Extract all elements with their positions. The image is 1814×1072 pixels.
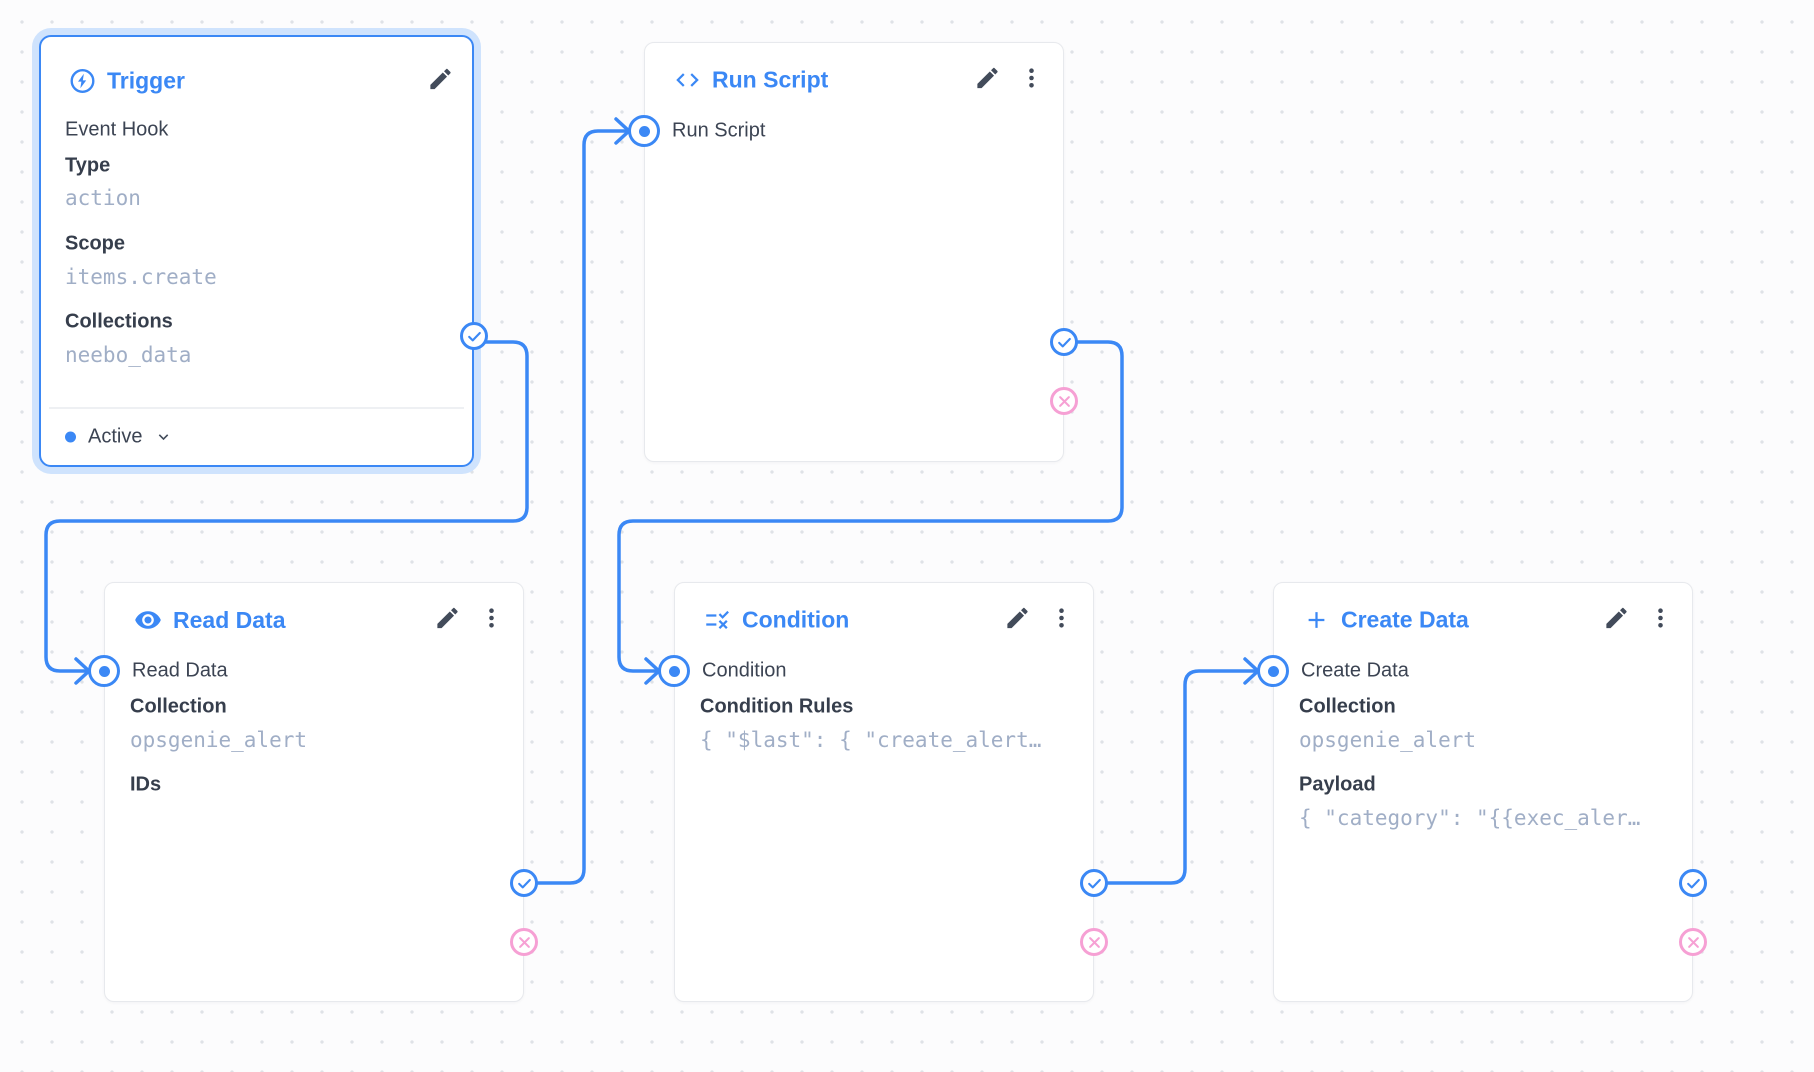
more-menu-button[interactable] bbox=[479, 606, 504, 631]
pencil-icon bbox=[1004, 605, 1031, 632]
pencil-icon bbox=[427, 66, 454, 93]
edge-read-data-to-run-script bbox=[522, 129, 628, 885]
read-data-card[interactable] bbox=[104, 582, 524, 1002]
trigger-subtitle: Event Hook bbox=[65, 118, 169, 141]
pencil-icon bbox=[974, 65, 1001, 92]
pencil-icon bbox=[434, 605, 461, 632]
resolve-port[interactable] bbox=[1050, 328, 1078, 356]
node-trigger[interactable]: Trigger Event Hook Type action Scope ite… bbox=[39, 35, 488, 467]
x-circle-icon bbox=[1087, 935, 1102, 950]
collection-label: Collection bbox=[1299, 695, 1396, 718]
kebab-icon bbox=[479, 606, 504, 631]
node-title: Read Data bbox=[173, 606, 286, 633]
create-data-card[interactable] bbox=[1273, 582, 1693, 1002]
scope-value: items.create bbox=[65, 265, 217, 289]
code-icon bbox=[674, 67, 701, 94]
reject-port[interactable] bbox=[1050, 387, 1078, 415]
input-port-label: Create Data bbox=[1301, 659, 1409, 682]
pencil-icon bbox=[1603, 605, 1630, 632]
node-condition[interactable]: Condition Condition Condition Rules { "$… bbox=[658, 582, 1108, 1002]
check-circle-icon bbox=[1086, 875, 1103, 892]
reject-port[interactable] bbox=[510, 928, 538, 956]
node-create-data[interactable]: Create Data Create Data Collection opsge… bbox=[1257, 582, 1707, 1002]
status-label: Active bbox=[88, 425, 143, 448]
ids-label: IDs bbox=[130, 773, 162, 796]
rule-icon bbox=[704, 607, 731, 634]
payload-value: { "category": "{{exec_aler… bbox=[1299, 806, 1641, 830]
input-port-label: Condition bbox=[702, 659, 787, 682]
check-circle-icon bbox=[466, 328, 483, 345]
resolve-port[interactable] bbox=[1080, 869, 1108, 897]
kebab-icon bbox=[1648, 606, 1673, 631]
status-dropdown[interactable]: Active bbox=[65, 426, 173, 449]
edge-condition-to-create-data bbox=[1092, 669, 1257, 885]
condition-card[interactable] bbox=[674, 582, 1094, 1002]
x-circle-icon bbox=[517, 935, 532, 950]
resolve-port[interactable] bbox=[510, 869, 538, 897]
input-port-label: Read Data bbox=[132, 659, 228, 682]
condition-rules-label: Condition Rules bbox=[700, 695, 854, 718]
kebab-icon bbox=[1019, 66, 1044, 91]
check-circle-icon bbox=[1056, 334, 1073, 351]
collection-value: opsgenie_alert bbox=[130, 728, 308, 752]
plus-icon bbox=[1303, 607, 1330, 634]
node-title: Condition bbox=[742, 606, 850, 633]
run-script-card[interactable] bbox=[644, 42, 1064, 462]
bolt-circle-icon bbox=[69, 68, 96, 95]
edit-button[interactable] bbox=[427, 66, 454, 93]
more-menu-button[interactable] bbox=[1049, 606, 1074, 631]
payload-label: Payload bbox=[1299, 773, 1376, 796]
edit-button[interactable] bbox=[974, 65, 1001, 92]
collections-value: neebo_data bbox=[65, 343, 192, 367]
input-port[interactable] bbox=[88, 655, 120, 687]
node-title: Trigger bbox=[107, 67, 185, 94]
condition-rules-value: { "$last": { "create_alert… bbox=[700, 728, 1042, 752]
resolve-port[interactable] bbox=[460, 322, 488, 350]
chevron-down-icon bbox=[154, 428, 173, 447]
status-dot bbox=[65, 431, 76, 443]
more-menu-button[interactable] bbox=[1648, 606, 1673, 631]
scope-label: Scope bbox=[65, 232, 126, 255]
input-port[interactable] bbox=[628, 115, 660, 147]
more-menu-button[interactable] bbox=[1019, 66, 1044, 91]
type-value: action bbox=[65, 186, 141, 210]
eye-icon bbox=[134, 606, 162, 634]
collection-label: Collection bbox=[130, 695, 227, 718]
edit-button[interactable] bbox=[434, 605, 461, 632]
reject-port[interactable] bbox=[1080, 928, 1108, 956]
check-circle-icon bbox=[1685, 875, 1702, 892]
node-read-data[interactable]: Read Data Read Data Collection opsgenie_… bbox=[88, 582, 538, 1002]
input-port[interactable] bbox=[1257, 655, 1289, 687]
trigger-card[interactable] bbox=[39, 35, 474, 467]
kebab-icon bbox=[1049, 606, 1074, 631]
x-circle-icon bbox=[1686, 935, 1701, 950]
card-divider bbox=[49, 407, 464, 409]
collection-value: opsgenie_alert bbox=[1299, 728, 1477, 752]
check-circle-icon bbox=[516, 875, 533, 892]
input-port[interactable] bbox=[658, 655, 690, 687]
edit-button[interactable] bbox=[1004, 605, 1031, 632]
node-title: Run Script bbox=[712, 66, 829, 93]
node-run-script[interactable]: Run Script Run Script bbox=[628, 42, 1078, 462]
collections-label: Collections bbox=[65, 310, 173, 333]
reject-port[interactable] bbox=[1679, 928, 1707, 956]
x-circle-icon bbox=[1057, 394, 1072, 409]
type-label: Type bbox=[65, 154, 111, 177]
node-title: Create Data bbox=[1341, 606, 1469, 633]
input-port-label: Run Script bbox=[672, 119, 766, 142]
resolve-port[interactable] bbox=[1679, 869, 1707, 897]
edit-button[interactable] bbox=[1603, 605, 1630, 632]
